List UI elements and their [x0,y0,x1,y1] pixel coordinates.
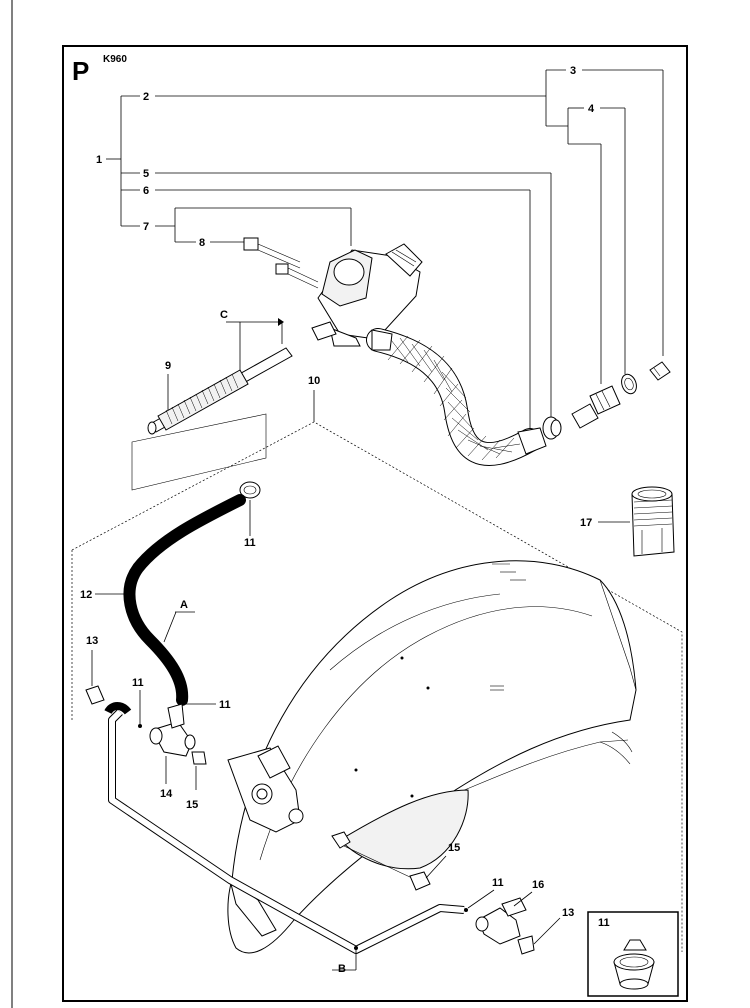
hose-clamp-5 [542,416,562,440]
callout-tree: 1 2 5 6 7 8 3 4 [96,65,664,430]
svg-text:12: 12 [80,589,92,601]
o-ring [621,373,637,395]
threaded-tube-9: 9 [131,347,293,491]
screw-13-left: 13 [85,635,105,705]
svg-text:C: C [220,309,228,321]
plug-3 [649,361,671,381]
svg-text:2: 2 [143,91,149,103]
nipple-4 [571,385,621,429]
svg-text:1: 1 [96,154,102,166]
water-pipe-b: B [104,702,465,975]
svg-text:6: 6 [143,185,149,197]
hose-clamp-11-right: 11 [464,877,504,912]
svg-text:9: 9 [165,360,171,372]
svg-text:3: 3 [570,65,576,77]
svg-text:A: A [180,599,188,611]
inset-clamp-detail: 11 [587,911,679,997]
svg-text:11: 11 [219,699,231,711]
water-hose-12: 12 [80,494,246,706]
fitting-16: 16 [475,879,544,945]
detail-a: A [163,599,195,643]
model-name: K960 [103,54,127,65]
dimension-c: C [220,309,284,372]
blade-guard-outline-10: 10 [71,375,683,952]
svg-text:13: 13 [562,907,574,919]
svg-text:7: 7 [143,221,149,233]
valve-housing [311,243,423,347]
svg-text:10: 10 [308,375,320,387]
nipple-15-left: 15 [186,751,207,811]
svg-text:13: 13 [86,635,98,647]
hose-clamp-11-top: 11 [239,481,261,549]
svg-text:15: 15 [448,842,460,854]
blade-guard [227,560,637,954]
screw-13-right: 13 [517,907,574,955]
svg-text:B: B [338,963,346,975]
svg-text:16: 16 [532,879,544,891]
section-letter: P [72,56,89,86]
svg-text:17: 17 [580,517,592,529]
svg-text:11: 11 [492,877,504,889]
hose-clamp-11-left: 11 [132,677,144,728]
svg-text:15: 15 [186,799,198,811]
svg-text:8: 8 [199,237,205,249]
valve-14: 14 [149,703,196,800]
water-hose-6 [366,328,547,466]
svg-text:11: 11 [244,537,256,549]
screw-8 [243,237,319,289]
diagram-frame [62,45,688,1002]
svg-text:11: 11 [132,677,144,689]
svg-text:11: 11 [598,917,610,929]
svg-text:14: 14 [160,788,173,800]
nut-15-right: 15 [331,831,460,891]
coupling-17: 17 [580,486,675,557]
svg-text:5: 5 [143,168,149,180]
svg-text:4: 4 [588,103,595,115]
